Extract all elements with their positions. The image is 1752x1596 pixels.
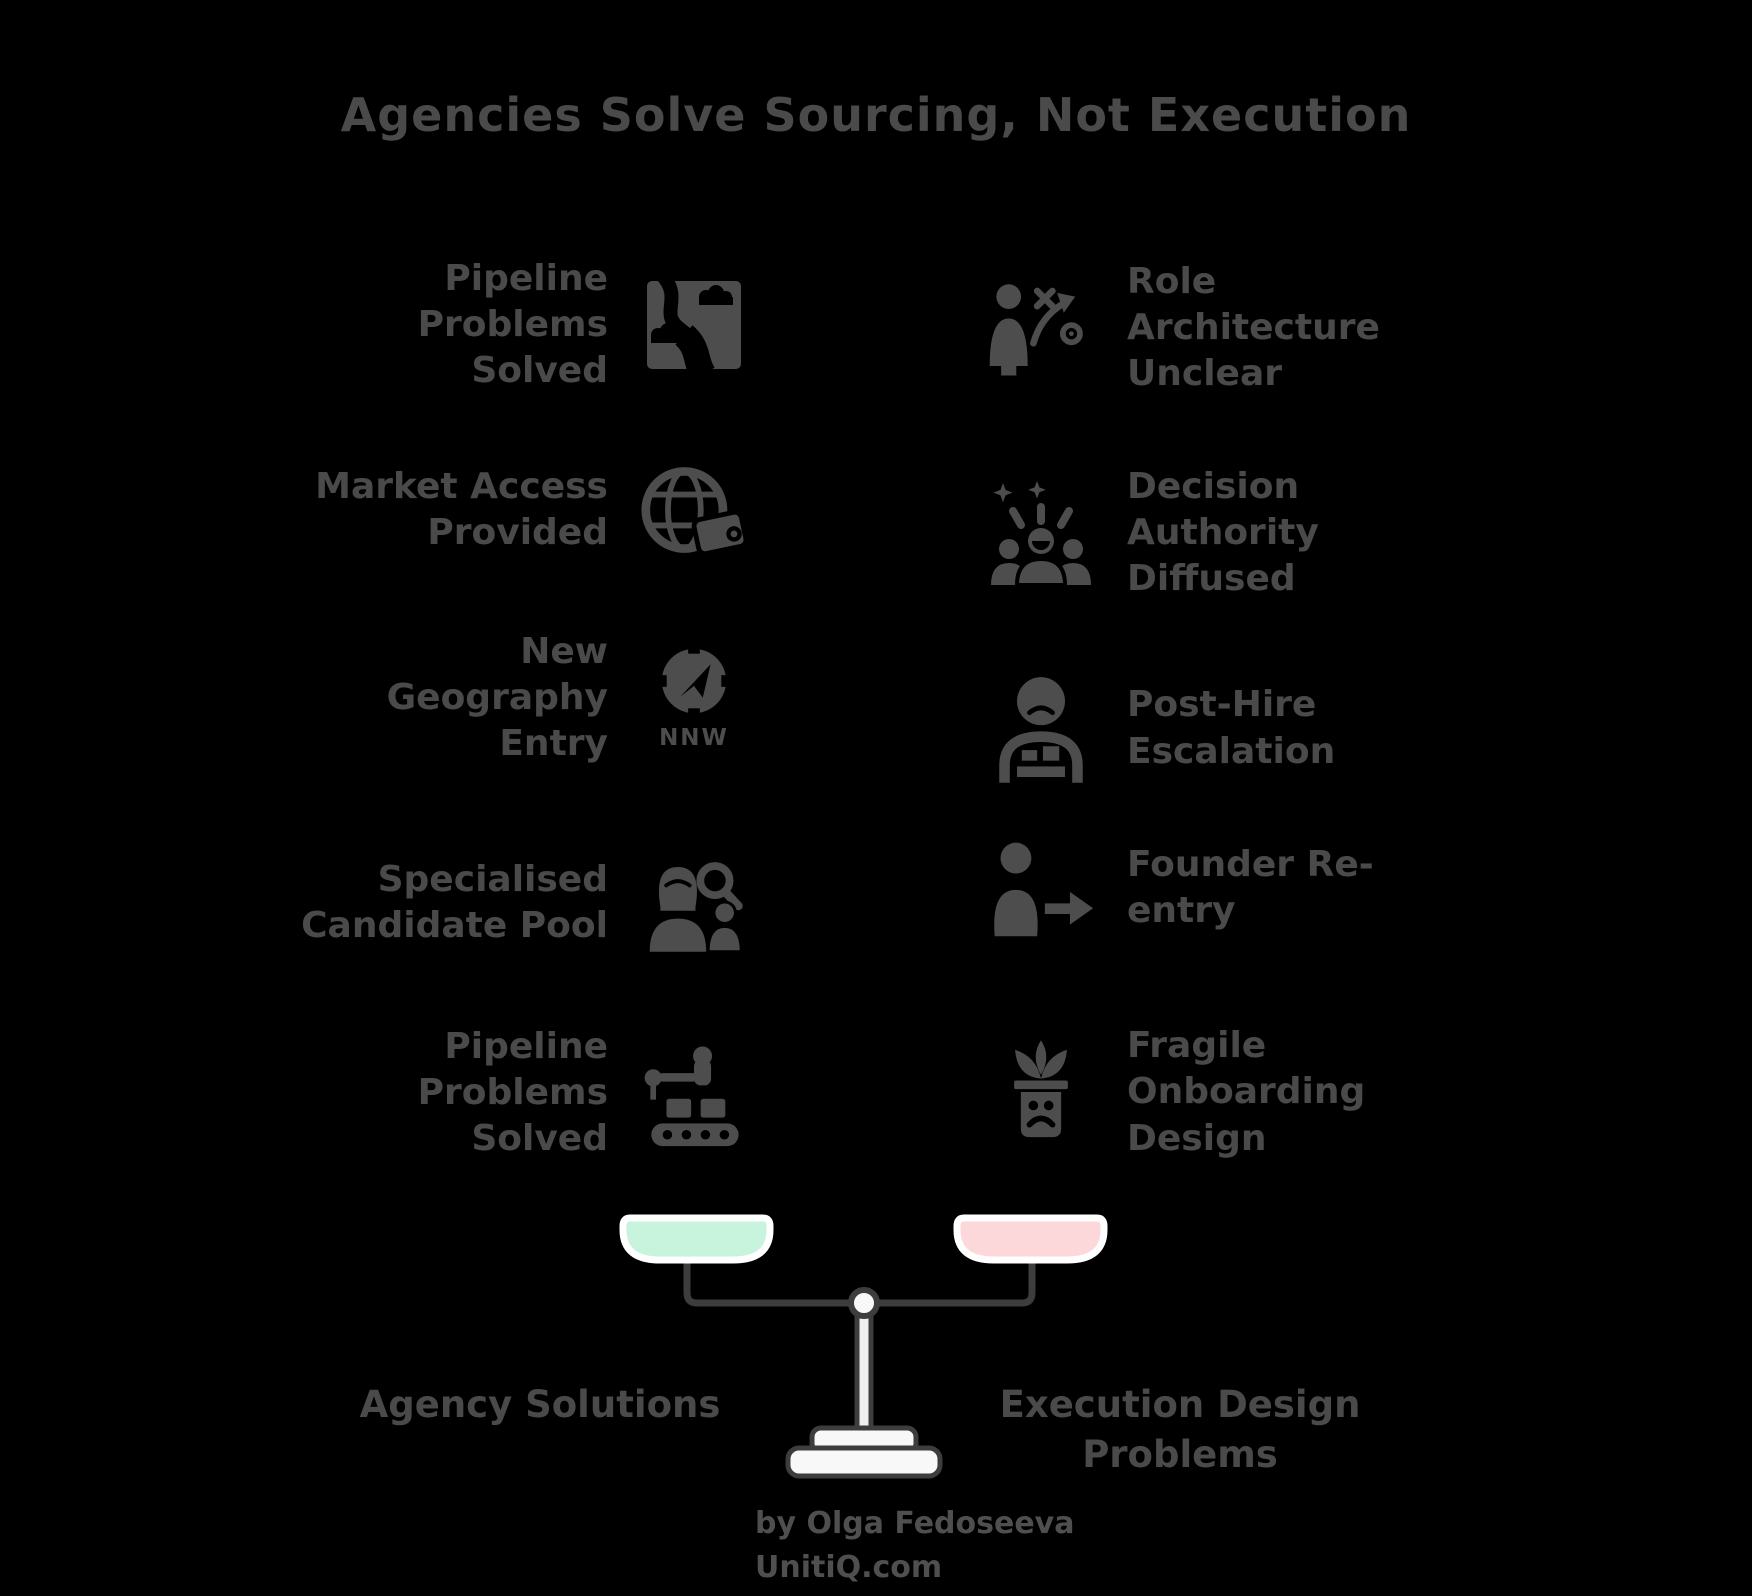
website-label: UnitiQ.com	[755, 1549, 943, 1585]
scale-pivot	[848, 1287, 880, 1319]
compass-heading-label: NNW	[659, 725, 729, 752]
list-item: Pipeline Problems Solved	[230, 1023, 750, 1163]
sad-employee-icon	[985, 674, 1097, 784]
list-item: Market Access Provided	[230, 440, 750, 580]
item-label: Decision Authority Diffused	[1127, 465, 1319, 600]
compass-icon: NNW	[638, 642, 750, 753]
team-celebration-icon	[985, 480, 1097, 586]
list-item: Pipeline Problems Solved	[230, 255, 750, 395]
item-label: Role Architecture Unclear	[1127, 260, 1380, 395]
item-label: Specialised Candidate Pool	[301, 858, 608, 946]
list-item: New Geography Entry NNW	[230, 618, 750, 778]
author-byline: by Olga Fedoseeva	[755, 1506, 1075, 1541]
item-label: New Geography Entry	[386, 630, 608, 765]
candidate-search-icon	[638, 853, 750, 953]
item-label: Post-Hire Escalation	[1127, 684, 1336, 772]
item-label: Pipeline Problems Solved	[417, 257, 608, 392]
left-pan-label: Agency Solutions	[359, 1383, 721, 1426]
item-label: Market Access Provided	[315, 465, 608, 553]
scale-pole	[854, 1300, 874, 1436]
list-item: Founder Re-entry	[985, 818, 1465, 958]
river-icon	[638, 275, 750, 375]
list-item: Specialised Candidate Pool	[230, 833, 750, 973]
sad-plant-pot-icon	[985, 1038, 1097, 1148]
scale-base-bottom	[785, 1445, 943, 1479]
list-item: Fragile Onboarding Design	[985, 1020, 1465, 1165]
item-label: Pipeline Problems Solved	[417, 1025, 608, 1160]
page-title: Agencies Solve Sourcing, Not Execution	[340, 88, 1412, 142]
item-label: Founder Re-entry	[1127, 843, 1374, 931]
conveyor-robot-arm-icon	[638, 1039, 750, 1147]
list-item: Role Architecture Unclear	[985, 258, 1465, 398]
list-item: Post-Hire Escalation	[985, 656, 1465, 801]
footer: by Olga Fedoseeva UnitiQ.com	[755, 1502, 1074, 1589]
balance-scale	[619, 1214, 1108, 1479]
right-pan-label: Execution Design Problems	[999, 1383, 1361, 1476]
person-arrow-right-icon	[985, 838, 1097, 938]
list-item: Decision Authority Diffused	[985, 458, 1465, 608]
scale-pan-left	[619, 1214, 774, 1264]
person-strategy-icon	[985, 278, 1097, 378]
item-label: Fragile Onboarding Design	[1127, 1025, 1366, 1159]
scale-pan-right	[953, 1214, 1108, 1264]
globe-wallet-icon	[638, 460, 750, 560]
